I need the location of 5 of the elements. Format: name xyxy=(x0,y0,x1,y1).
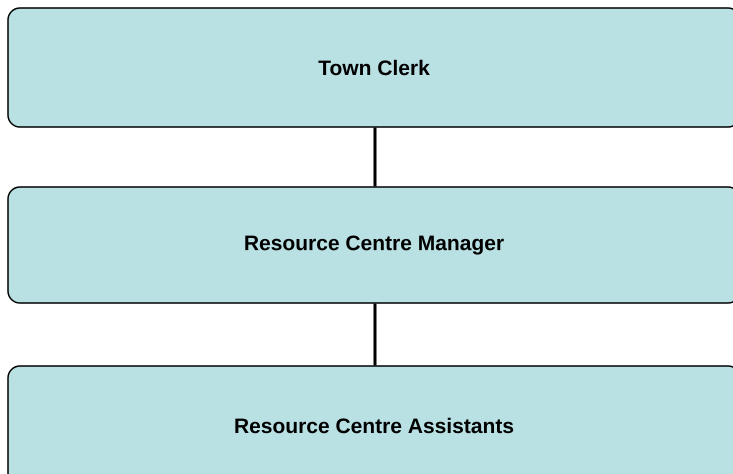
org-box: Resource Centre Manager xyxy=(7,186,733,304)
connector-line xyxy=(374,304,376,366)
org-box: Town Clerk xyxy=(7,7,733,128)
org-box: Resource Centre Assistants xyxy=(7,365,733,474)
connector-line xyxy=(374,128,376,186)
